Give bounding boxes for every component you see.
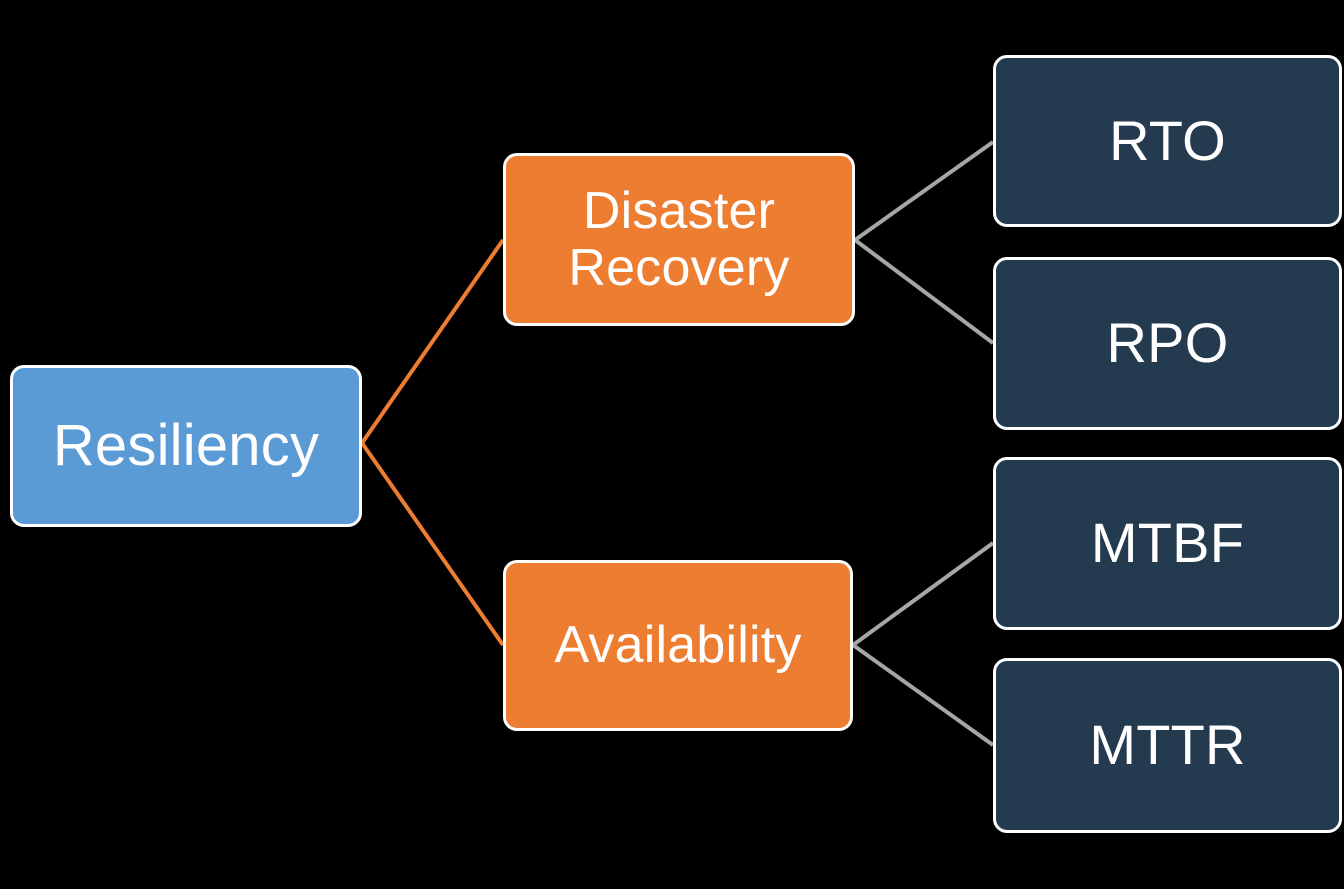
node-resiliency[interactable]: Resiliency bbox=[10, 365, 362, 527]
connector-resiliency-to-disaster-recovery bbox=[360, 238, 505, 445]
node-label-mtbf: MTBF bbox=[1090, 511, 1245, 575]
node-label-rpo: RPO bbox=[1106, 311, 1229, 375]
connector-disaster-recovery-to-rpo bbox=[853, 238, 995, 345]
connector-availability-to-mttr bbox=[851, 643, 995, 747]
node-label-disaster-recovery: Disaster Recovery bbox=[568, 182, 790, 297]
node-label-resiliency: Resiliency bbox=[52, 412, 320, 478]
node-label-availability: Availability bbox=[554, 616, 802, 675]
node-availability[interactable]: Availability bbox=[503, 560, 853, 731]
node-mtbf[interactable]: MTBF bbox=[993, 457, 1342, 630]
node-label-mttr: MTTR bbox=[1089, 713, 1246, 777]
node-label-rto: RTO bbox=[1109, 108, 1226, 172]
node-rto[interactable]: RTO bbox=[993, 55, 1342, 227]
connector-disaster-recovery-to-rto bbox=[853, 140, 995, 242]
node-rpo[interactable]: RPO bbox=[993, 257, 1342, 430]
connector-resiliency-to-availability bbox=[360, 441, 505, 647]
connector-availability-to-mtbf bbox=[851, 541, 995, 647]
node-disaster-recovery[interactable]: Disaster Recovery bbox=[503, 153, 855, 326]
node-mttr[interactable]: MTTR bbox=[993, 658, 1342, 833]
